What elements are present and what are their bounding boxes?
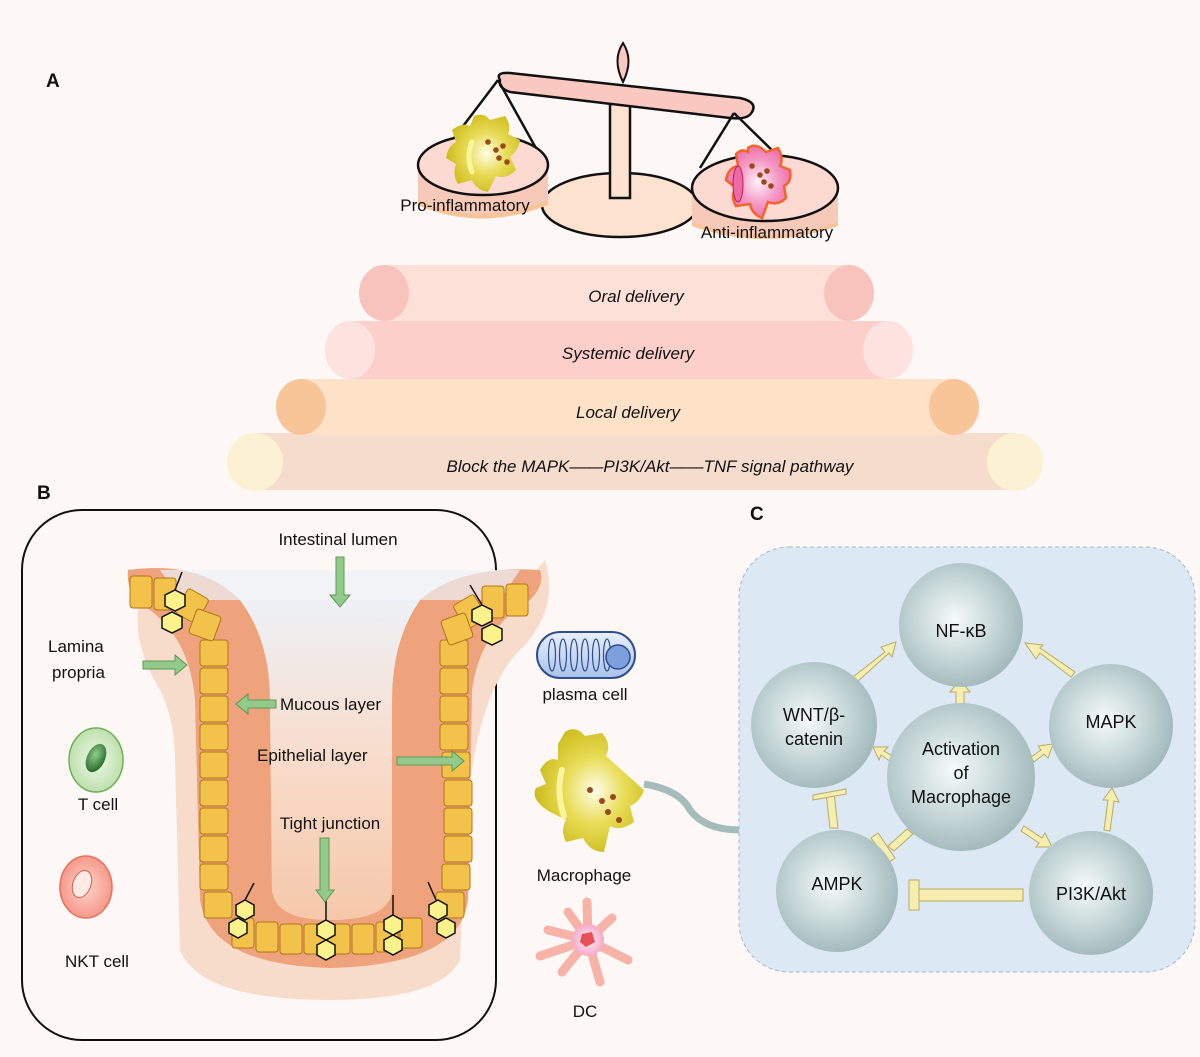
layer-block-pathway-label: Block the MAPK——PI3K/Akt——TNF signal pat… [447,457,855,476]
node-mapk-label: MAPK [1085,712,1136,732]
intestinal-lumen-label: Intestinal lumen [278,530,397,549]
inhibit-ampk-to-wnt-bar [812,788,847,801]
node-nfkb: NF-κB [899,563,1023,687]
intestinal-villus [127,560,550,1000]
inhibit-pi3k-to-ampk-stem [917,888,1024,902]
macrophage-icon [534,729,644,852]
node-center-label-line3: Macrophage [911,787,1011,807]
lamina-propria-arrow-icon [142,653,188,677]
arrow-pi3k-to-mapk-icon [1102,787,1120,832]
node-ampk: AMPK [776,830,898,952]
t-cell-icon [68,727,124,793]
node-wnt-label-line2: catenin [785,729,843,749]
node-mapk: MAPK [1049,664,1173,788]
delivery-layers: Block the MAPK——PI3K/Akt——TNF signal pat… [227,265,1043,491]
pro-inflammatory-macrophage-icon [446,114,520,192]
inhibit-pi3k-to-ampk-bar [908,879,920,911]
layer-systemic-delivery: Systemic delivery [325,321,913,379]
right-pan [690,112,840,239]
nkt-cell-icon [59,855,113,919]
balance-scale: Pro-inflammatory Anti-inflammatory [400,41,840,242]
node-wnt: WNT/β- catenin [751,662,877,788]
anti-inflammatory-macrophage-icon [724,144,792,220]
arrow-wnt-to-nfkb-icon [852,641,897,683]
tight-junctions [161,571,503,961]
scale-beam [497,71,755,120]
inhibit-ampk-to-center-stem [887,828,914,852]
panel-b-label: B [37,483,51,504]
panel-a-label: A [46,71,60,92]
arrow-center-to-pi3k-icon [1020,825,1053,848]
mucous-layer-label: Mucous layer [280,695,381,714]
tight-junction-label: Tight junction [280,814,380,833]
t-cell-label: T cell [78,795,118,814]
node-center-label-line1: Activation [922,739,1000,759]
node-pi3k: PI3K/Akt [1029,831,1153,955]
node-pi3k-label: PI3K/Akt [1056,884,1126,904]
layer-local-delivery: Local delivery [276,379,979,435]
pro-inflammatory-label: Pro-inflammatory [400,196,530,215]
node-center-label-line2: of [953,763,969,783]
dc-icon [535,897,633,987]
intestinal-lumen-arrow-icon [328,556,352,608]
plasma-cell-icon [536,631,636,679]
panel-c-label: C [750,504,764,525]
macrophage-connector [643,780,741,834]
lamina-propria-label-line1: Lamina [48,637,104,656]
node-center: Activation of Macrophage [887,703,1035,851]
nkt-cell-label: NKT cell [65,952,129,971]
node-wnt-label-line1: WNT/β- [783,705,845,725]
scale-pointer [616,41,630,85]
arrow-mapk-to-nfkb-icon [1023,642,1076,678]
epithelial-layer-label: Epithelial layer [257,746,368,765]
mucous-layer-arrow-icon [235,692,277,716]
activation-arrows [852,641,1120,848]
layer-local-delivery-label: Local delivery [576,403,681,422]
layer-oral-delivery-label: Oral delivery [588,287,685,306]
node-nfkb-label: NF-κB [936,621,987,641]
layer-systemic-delivery-label: Systemic delivery [562,344,696,363]
tight-junction-arrow-icon [315,837,335,903]
anti-inflammatory-label: Anti-inflammatory [701,223,834,242]
inhibition-arrows [812,788,1024,911]
layer-oral-delivery: Oral delivery [359,265,874,321]
scale-stand [608,98,632,200]
left-pan [416,79,550,219]
plasma-cell-label: plasma cell [542,685,627,704]
dc-label: DC [573,1002,598,1021]
lamina-propria-label-line2: propria [52,663,105,682]
layer-block-pathway: Block the MAPK——PI3K/Akt——TNF signal pat… [227,433,1043,491]
arrow-center-to-mapk-icon [1030,743,1054,763]
macrophage-label: Macrophage [537,866,632,885]
epithelial-layer-arrow-icon [396,749,465,773]
node-ampk-label: AMPK [811,874,862,894]
